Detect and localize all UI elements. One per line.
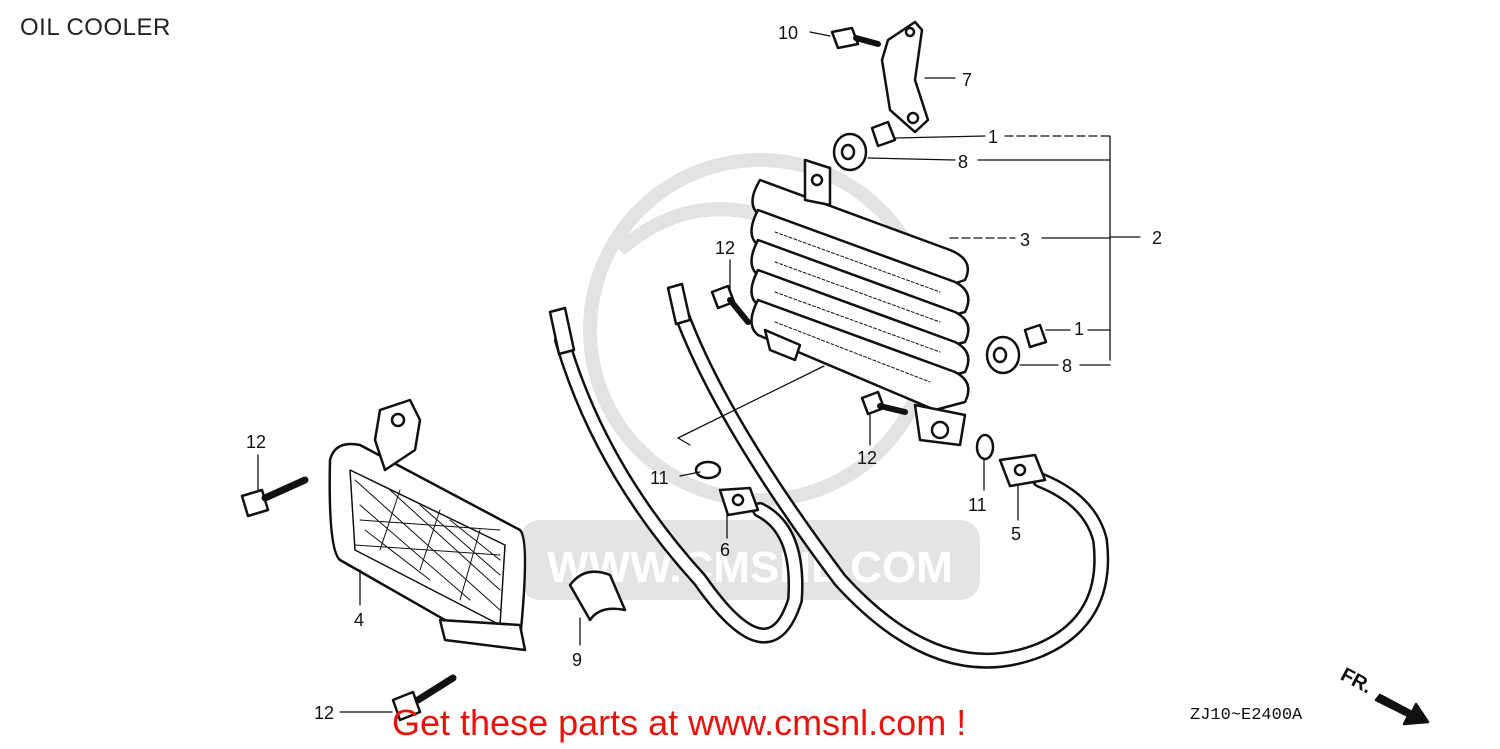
callout-3: 3: [1020, 230, 1030, 250]
callout-2: 2: [1152, 228, 1162, 248]
callout-12-left: 12: [246, 432, 266, 452]
hose-joint-5: [998, 453, 1047, 488]
leader-lines: [257, 31, 1141, 713]
oil-cooler-guard: [328, 398, 527, 652]
gasket-left: [694, 460, 722, 480]
callout-5: 5: [1011, 524, 1021, 544]
oil-hose-short: [548, 306, 804, 644]
callout-1-top: 1: [988, 127, 998, 147]
footer-link-text[interactable]: Get these parts at www.cmsnl.com !: [392, 702, 967, 743]
callout-9: 9: [572, 650, 582, 670]
grommet-bottom: [985, 335, 1021, 375]
oil-cooler-core: [750, 158, 970, 447]
bolt-12-left: [240, 476, 309, 518]
front-arrow-icon: [1374, 693, 1430, 726]
hose-clamp: [568, 570, 627, 622]
callout-8-top: 8: [958, 152, 968, 172]
bracket: [880, 20, 930, 134]
collar-top: [870, 120, 897, 148]
callout-12-bottom: 12: [314, 703, 334, 723]
callout-8-bottom: 8: [1062, 356, 1072, 376]
callout-12-right: 12: [857, 448, 877, 468]
bolt-12-upper: [710, 284, 751, 325]
gasket-right: [975, 433, 995, 461]
grommet-top: [832, 132, 868, 172]
callout-1-bottom: 1: [1074, 319, 1084, 339]
callout-10: 10: [778, 23, 798, 43]
oil-hose-long: [666, 282, 1110, 669]
hose-joint-6: [718, 486, 760, 517]
watermark-band: [520, 520, 980, 600]
callout-7: 7: [962, 70, 972, 90]
callout-4: 4: [354, 610, 364, 630]
bolt-10: [830, 26, 881, 50]
callout-6: 6: [720, 540, 730, 560]
callout-labels: 10 7 1 8 3 2 1 8 12 12 12 12 11 11 5 6 9…: [246, 23, 1162, 723]
page-title: OIL COOLER: [20, 14, 171, 41]
collar-bottom: [1023, 323, 1048, 349]
bolt-12-bottom: [391, 674, 457, 722]
callout-12-upper: 12: [715, 238, 735, 258]
callout-11-right: 11: [968, 495, 987, 515]
bolt-12-right: [860, 390, 908, 416]
callout-11-left: 11: [650, 468, 669, 488]
diagram-code: ZJ10~E2400A: [1190, 706, 1303, 725]
